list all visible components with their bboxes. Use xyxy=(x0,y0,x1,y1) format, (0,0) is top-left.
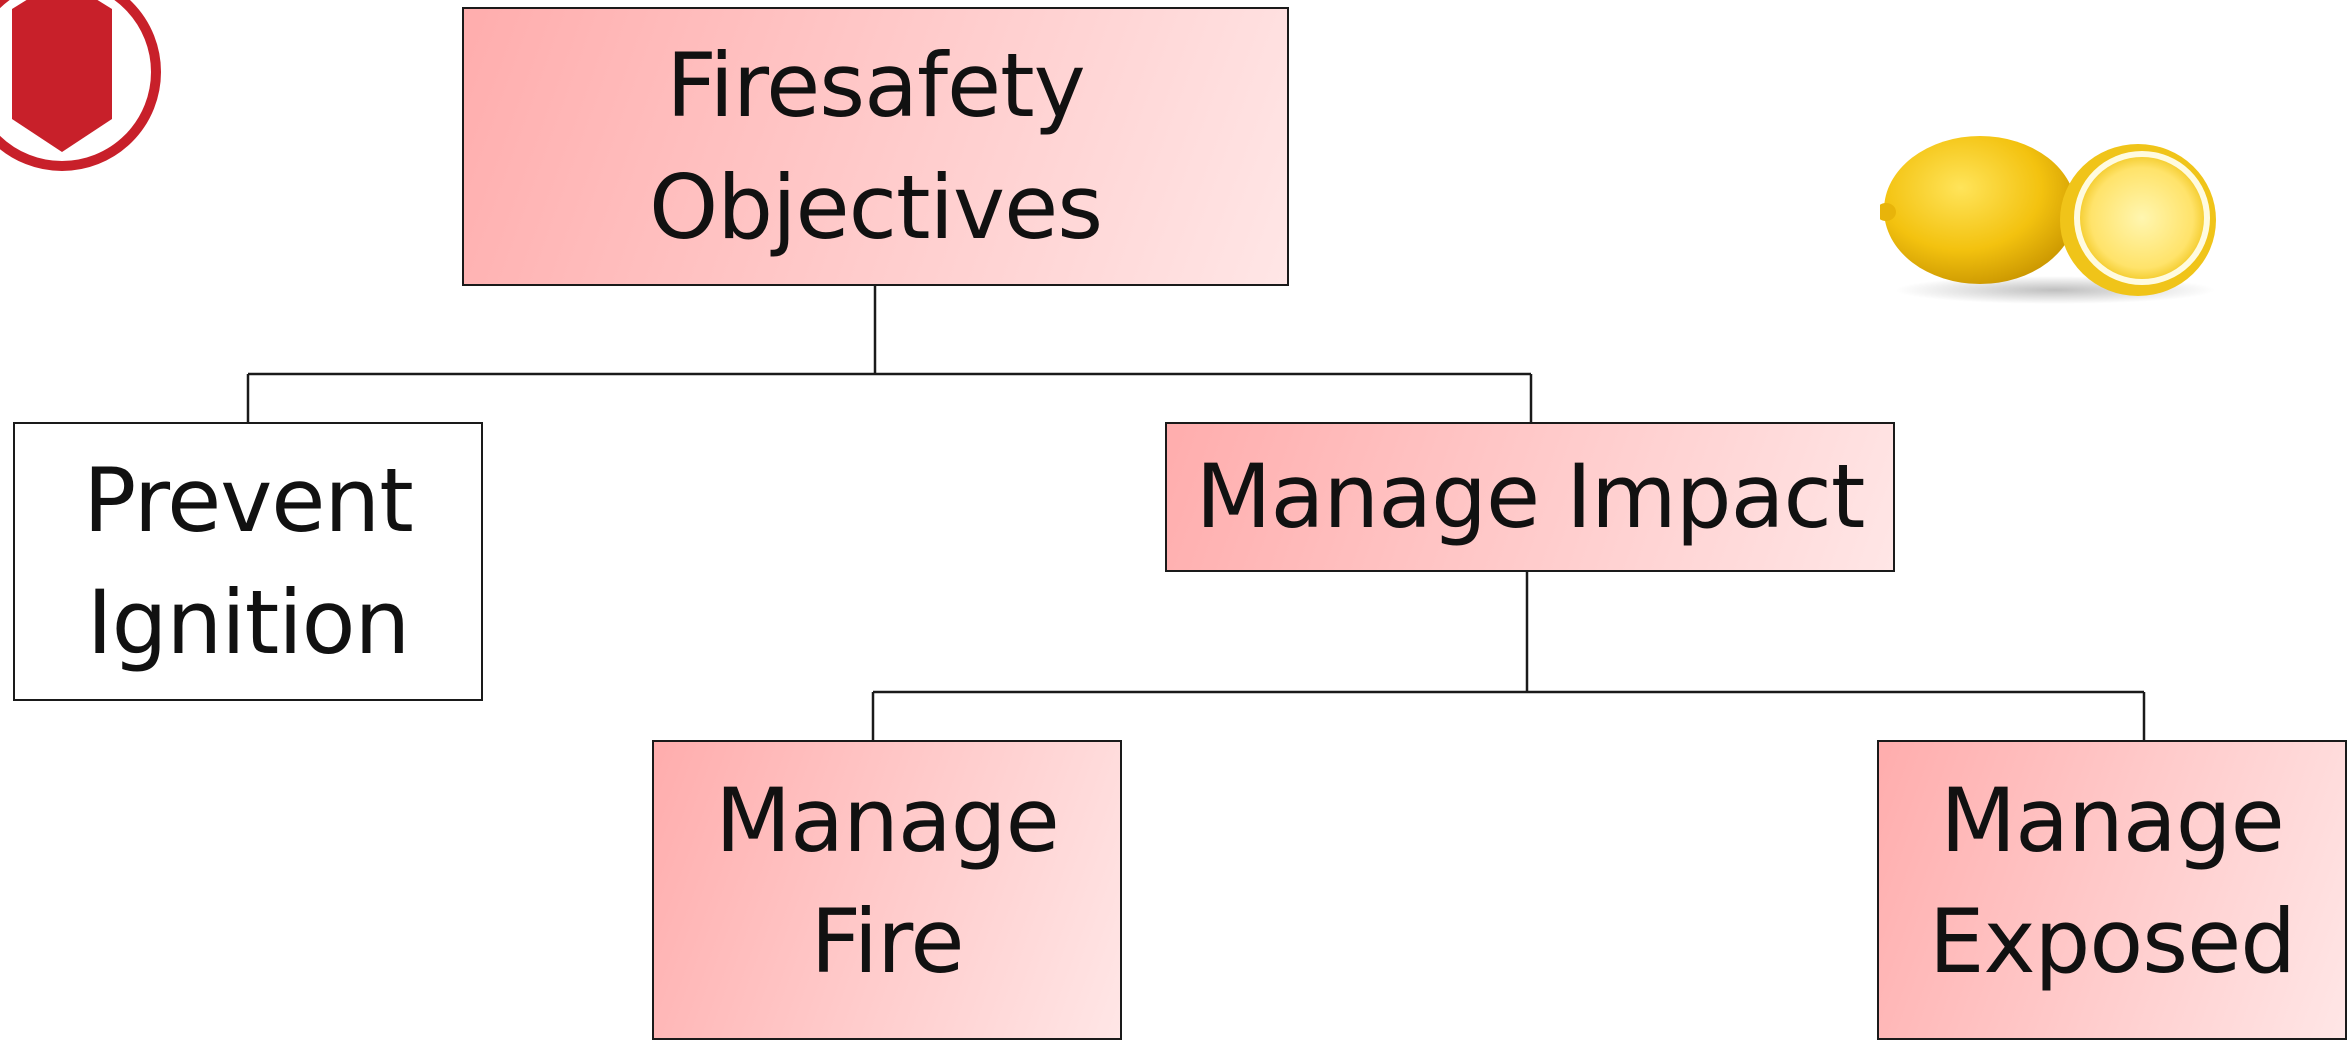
connector-impact-to-children xyxy=(871,572,2146,740)
connector-root-to-children xyxy=(246,286,1533,422)
node-manage-fire: Manage Fire xyxy=(652,740,1122,1040)
hexagon-logo-icon xyxy=(0,0,161,171)
node-manage-impact: Manage Impact xyxy=(1165,422,1895,572)
lemon-image xyxy=(1880,136,2216,304)
node-prevent-ignition: Prevent Ignition xyxy=(13,422,483,701)
node-firesafety-objectives: Firesafety Objectives xyxy=(462,7,1289,286)
node-manage-exposed: Manage Exposed xyxy=(1877,740,2347,1040)
